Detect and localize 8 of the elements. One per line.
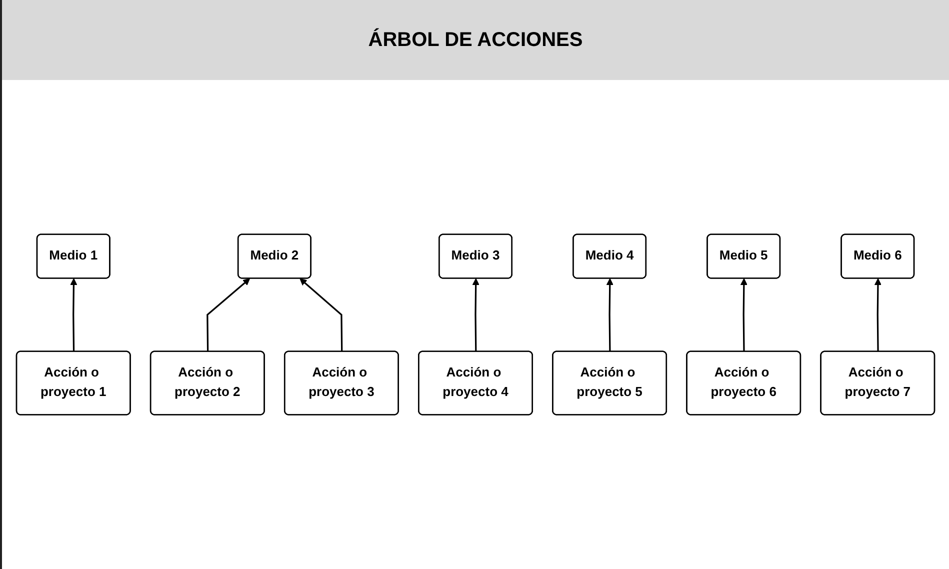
arrow (70, 278, 78, 352)
arrow (874, 278, 882, 352)
arrow (472, 278, 480, 352)
arrow (300, 278, 343, 352)
arrow (206, 278, 250, 352)
arrow (740, 278, 748, 352)
diagram-title: ÁRBOL DE ACCIONES (368, 28, 583, 52)
arrow (606, 278, 614, 352)
